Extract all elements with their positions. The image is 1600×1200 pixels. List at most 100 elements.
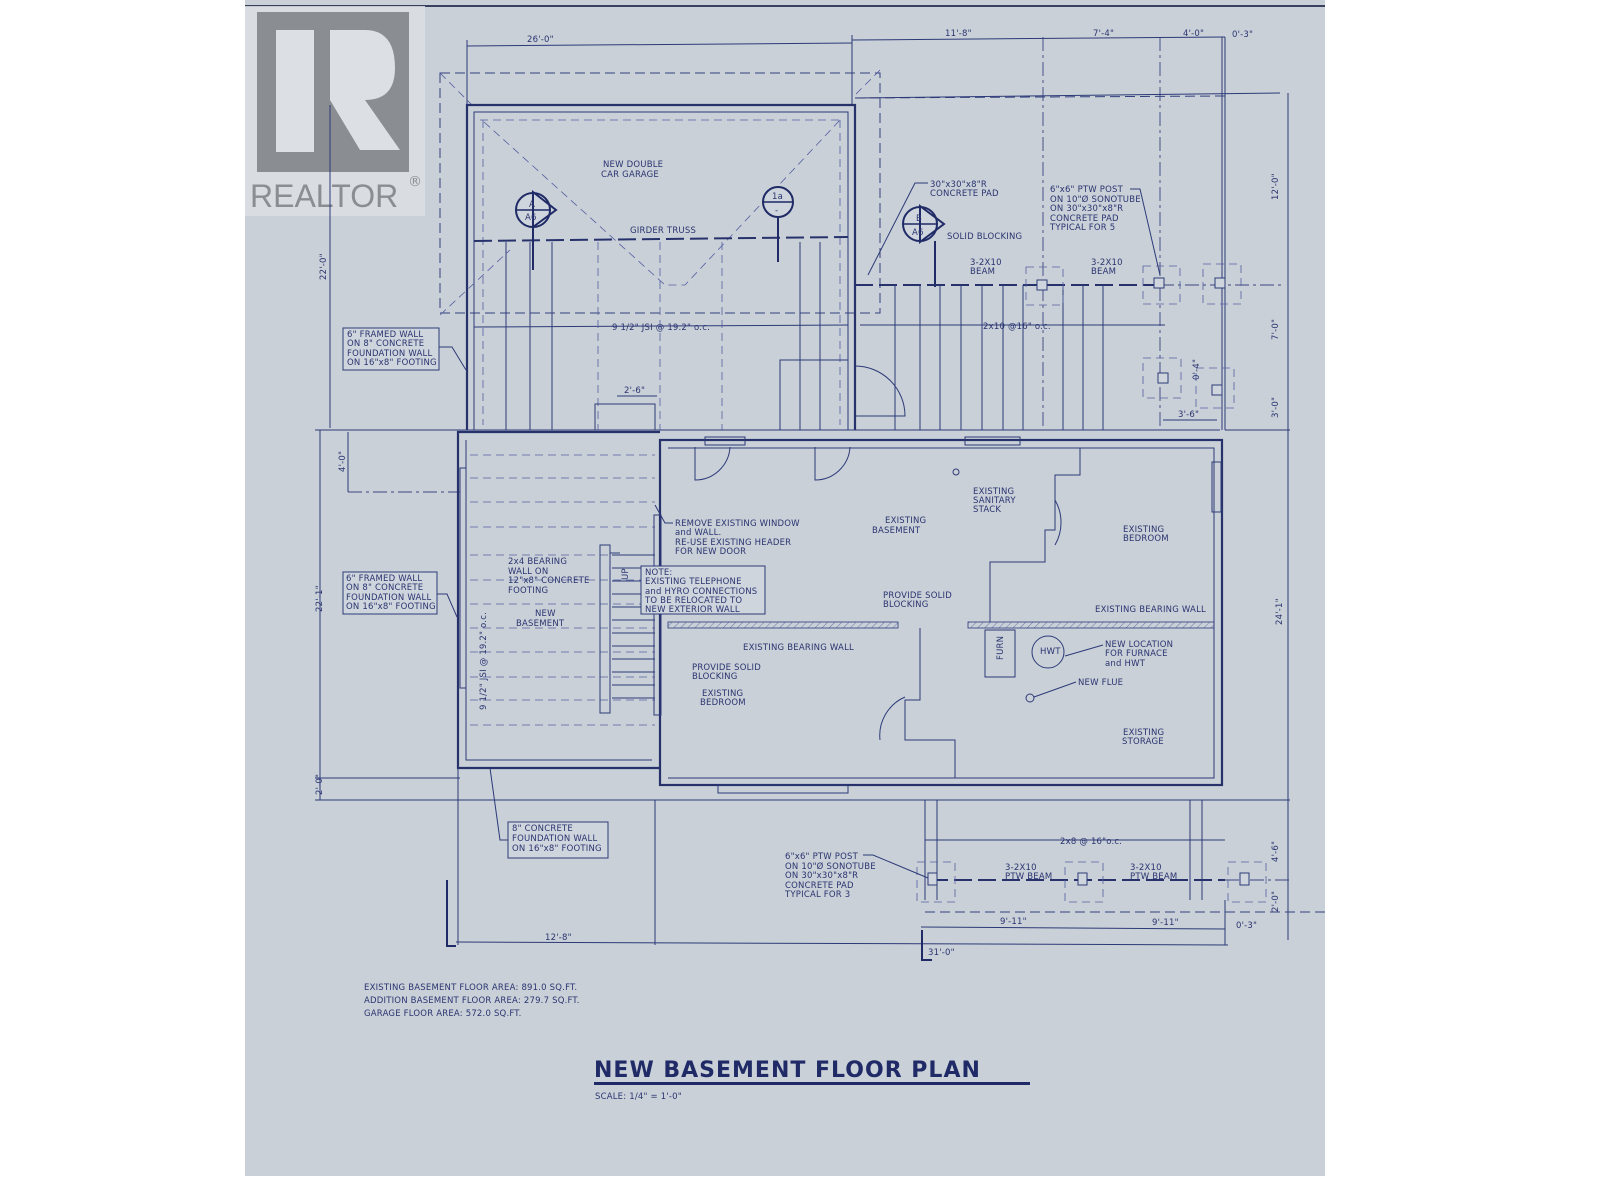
plan-scale: SCALE: 1/4" = 1'-0": [595, 1092, 682, 1102]
dim-top-deck-4: 0'-3": [1232, 30, 1253, 40]
note-line: and WALL.: [675, 528, 721, 538]
note-line: FOUNDATION WALL: [512, 834, 597, 844]
note-line: 3-2X10: [1005, 863, 1037, 873]
dim-top-garage: 26'-0": [527, 35, 554, 45]
note-line: PROVIDE SOLID: [883, 591, 952, 601]
note-line: 8" CONCRETE: [512, 824, 573, 834]
realtor-logo-text: REALTOR: [250, 178, 398, 214]
post-icon: [1153, 277, 1165, 289]
drawing-line: [439, 346, 467, 371]
framed-wall-note-1: 6" FRAMED WALL ON 8" CONCRETE FOUNDATION…: [342, 327, 467, 371]
post-icon: [1211, 384, 1223, 396]
note-line: ON 16"x8" FOOTING: [347, 358, 437, 368]
concrete-pad-label-2: CONCRETE PAD: [930, 189, 999, 199]
dim-top-deck-2: 7'-4": [1093, 29, 1114, 39]
note-line: STACK: [973, 505, 1001, 515]
drawing-line: [1054, 499, 1062, 546]
note-line: EXISTING: [973, 487, 1014, 497]
drawing-line: [465, 103, 857, 430]
room-label: NEW: [535, 609, 556, 619]
post-note-top-line: ON 10"Ø SONOTUBE: [1050, 194, 1141, 205]
note-line: PTW BEAM: [1130, 872, 1177, 882]
deck-joist-label: 2x10 @16" o.c.: [983, 322, 1051, 332]
drawing-line: [1130, 188, 1161, 276]
north-deck: 3'-6" 0'-4" 2x10 @16" o.c. 30"x30"x8"R C…: [854, 92, 1285, 430]
note-line: NEW LOCATION: [1105, 640, 1173, 650]
furnace-label: FURN: [996, 636, 1006, 660]
drawing-line: [599, 544, 611, 714]
drawing-line: [921, 930, 932, 961]
deck-joists: [894, 285, 1104, 430]
room-label: EXISTING: [1123, 525, 1164, 535]
dim-right-24: 24'-1": [1275, 598, 1285, 625]
drawing-line: [459, 467, 467, 689]
drawing-line: [654, 504, 673, 524]
garage-label-2: CAR GARAGE: [601, 170, 659, 180]
drawing-line: [473, 324, 849, 328]
plan-title: NEW BASEMENT FLOOR PLAN: [594, 1058, 981, 1083]
dim-stair: 2'-6": [624, 386, 645, 396]
drawing-line: [473, 111, 849, 430]
post-icon: [1036, 279, 1048, 291]
room-label: EXISTING: [1123, 728, 1164, 738]
drawing-line: [964, 436, 1021, 446]
drawing-line: [851, 36, 1226, 41]
drawing-line: [342, 571, 438, 615]
note-line: PROVIDE SOLID: [692, 663, 761, 673]
room-label: BEDROOM: [1123, 534, 1169, 544]
drawing-line: [717, 784, 849, 794]
area-line: EXISTING BASEMENT FLOOR AREA: 891.0 SQ.F…: [364, 983, 577, 993]
concrete-wall-note: 8" CONCRETE FOUNDATION WALL ON 16"x8" FO…: [489, 767, 609, 859]
bearing-wall-west-label: EXISTING BEARING WALL: [743, 643, 854, 653]
post-note-top-line: 6"x6" PTW POST: [1050, 185, 1124, 195]
bearing-wall-east-label: EXISTING BEARING WALL: [1095, 605, 1206, 615]
realtor-logo: REALTOR ®: [245, 6, 425, 216]
right-dimensions: 12'-0" 7'-0" 3'-0" 24'-1" 4'-6" 2'-0" 0'…: [1225, 93, 1290, 940]
note-line: FOR FURNACE: [1105, 649, 1168, 659]
addition-joists: [470, 454, 655, 726]
dim-left-2: 2'-0": [315, 774, 325, 795]
drawing-line: [879, 696, 906, 741]
drawing-line: [1033, 681, 1077, 698]
drawing-line: [1227, 861, 1267, 903]
note-line: and HYRO CONNECTIONS: [645, 587, 757, 597]
note-line: PTW BEAM: [1005, 872, 1052, 882]
drawing-line: [466, 42, 853, 47]
section-mark-a-bottom: A6: [525, 213, 537, 223]
drawing-line: [1142, 357, 1182, 399]
note-line: ON 16"x8" FOOTING: [346, 602, 436, 612]
room-label: EXISTING: [885, 516, 926, 526]
note-line: CONCRETE PAD: [785, 881, 854, 891]
addition-joist-label: 9 1/2" JSI @ 19.2" o.c.: [479, 612, 489, 710]
beam-2-label-2: BEAM: [1091, 267, 1116, 277]
area-summary: EXISTING BASEMENT FLOOR AREA: 891.0 SQ.F…: [364, 983, 580, 1019]
dim-post-3-6: 3'-6": [1178, 410, 1199, 420]
annotations: REMOVE EXISTING WINDOW and WALL. RE-USE …: [479, 487, 1206, 710]
title-underline: [594, 1082, 1030, 1085]
note-line: WALL ON: [508, 567, 548, 577]
drawing-line: [439, 72, 473, 106]
post-note-top: 6"x6" PTW POST ON 10"Ø SONOTUBE ON 30"x3…: [1049, 185, 1161, 276]
dim-bottom-12-8: 12'-8": [545, 933, 572, 943]
beam-2-label-1: 3-2X10: [1091, 258, 1123, 268]
drawing-line: [507, 821, 609, 859]
drawing-line: [668, 447, 1215, 779]
room-label: STORAGE: [1122, 737, 1164, 747]
drawing-line: [342, 327, 440, 371]
south-deck: 2x8 @ 16"o.c. 3-2X10 PTW BEAM 3-2X10 PTW…: [784, 800, 1325, 913]
area-line: GARAGE FLOOR AREA: 572.0 SQ.FT.: [364, 1009, 522, 1019]
drawing-line: [1025, 266, 1064, 306]
hot-water-tank-icon: [1031, 635, 1065, 669]
stair-up-label: UP: [621, 568, 631, 580]
note-line: ON 10"Ø SONOTUBE: [785, 861, 876, 872]
dim-right-2: 2'-0": [1271, 891, 1281, 912]
drawing-line: [867, 182, 928, 276]
post-footings-north: [1025, 263, 1242, 409]
note-line: FOR NEW DOOR: [675, 547, 746, 557]
note-line: 12"x8" CONCRETE: [508, 576, 590, 586]
note-box: NOTE: EXISTING TELEPHONE and HYRO CONNEC…: [640, 565, 766, 615]
dim-right-4-6: 4'-6": [1271, 841, 1281, 862]
post-note-top-line: TYPICAL FOR 5: [1049, 223, 1115, 233]
garage-label-1: NEW DOUBLE: [603, 160, 663, 170]
